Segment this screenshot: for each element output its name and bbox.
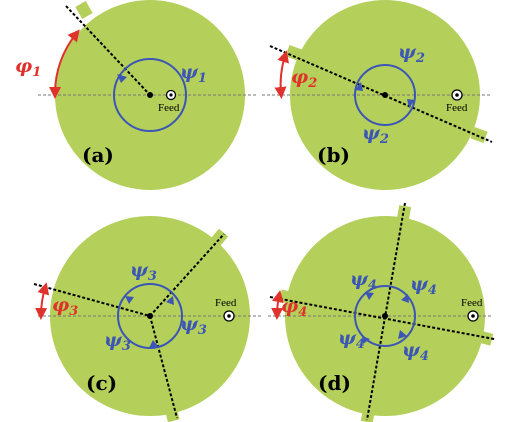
feed-point-dot [455,93,459,97]
current-loop [354,64,416,126]
loop-arrow [401,294,409,303]
psi-label: ψ3 [130,259,157,284]
slot-line [269,45,493,143]
psi-label: ψ4 [350,268,377,293]
loop-arrow [117,74,127,83]
loop-arrow [149,340,158,348]
slot-line [269,296,495,340]
center-point [147,92,153,98]
panel-d: Feed φ4 ψ4 ψ4 ψ4 ψ4 (d) [268,202,495,422]
panel-label: (c) [86,371,117,395]
current-loop [354,285,416,347]
center-point [382,313,388,319]
slot-line [65,5,151,96]
angle-arc [274,50,289,99]
feed-point-dot [471,314,475,318]
loop-arrow [125,296,134,304]
panel-label: (b) [317,143,350,167]
loop-arrow [365,292,374,300]
slot-line [149,233,225,317]
slot-line [33,283,151,317]
current-loop [117,283,183,349]
panel-label: (a) [82,143,114,167]
slot-stub [360,407,376,422]
slot-line [366,202,406,421]
psi-label: ψ2 [362,122,389,147]
loop-arrow [407,99,415,108]
current-loop [113,58,187,132]
feed-label: Feed [215,297,237,309]
loop-arrow [398,330,407,339]
phi-label: φ4 [281,295,307,320]
psi-label: ψ4 [402,339,429,364]
slot-stub [285,44,303,62]
panel-b: Feed φ2 ψ2 ψ2 (b) [262,0,493,190]
panel-label: (d) [318,371,351,395]
feed-point-dot [169,93,173,97]
loop-arrow [166,296,174,305]
loop-arrow [362,336,370,344]
panel-a: Feed φ1 ψ1 (a) [15,0,258,190]
feed-point-dot [227,314,231,318]
feed-label: Feed [446,102,468,114]
psi-label: ψ1 [180,61,207,86]
psi-label: ψ3 [104,329,131,354]
phi-label: φ2 [291,66,317,91]
angle-arc [271,290,284,320]
center-point [382,92,388,98]
angle-arc [49,29,80,99]
loop-arrow [355,82,363,91]
phi-label: φ1 [15,55,41,80]
panel-c: Feed φ3 ψ3 ψ3 ψ3 (c) [33,216,262,422]
slot-stub [75,0,93,20]
slot-stub [476,330,494,346]
angle-arc [35,282,50,320]
feed-label: Feed [461,297,483,309]
center-point [147,313,153,319]
slot-stub [209,228,229,248]
psi-label: ψ3 [180,313,207,338]
slot-line [149,315,178,419]
phi-label: φ3 [52,294,78,319]
feed-label: Feed [158,102,180,114]
psi-label: ψ4 [410,273,437,298]
psi-label: ψ4 [338,327,365,352]
psi-label: ψ2 [398,41,425,66]
